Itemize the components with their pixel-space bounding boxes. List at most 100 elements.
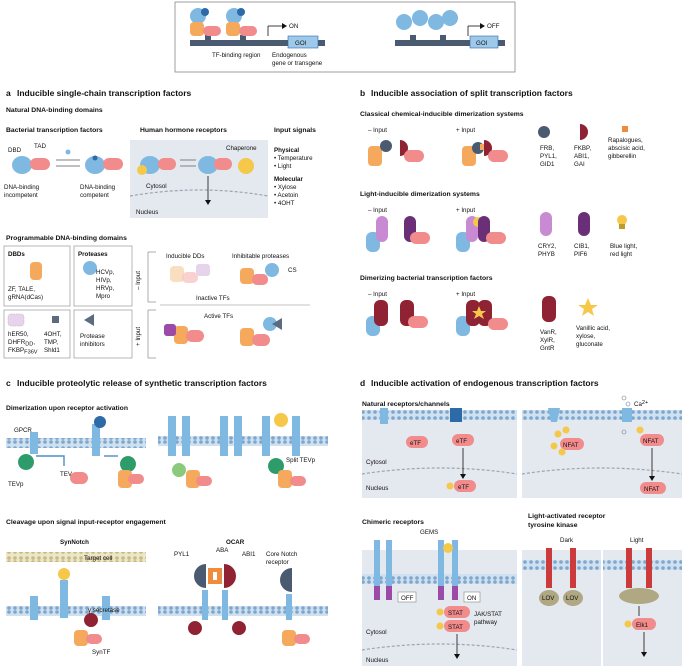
protease-item-mpro: Mpro (96, 293, 111, 300)
chimeric-heading: Chimeric receptors (362, 519, 424, 526)
incompetent-label-2: incompetent (4, 192, 38, 199)
red-light-label: red light (610, 251, 632, 258)
tad-shape-1 (30, 158, 50, 170)
cs-label: CS (288, 267, 297, 274)
nucleus-label-d2: Nucleus (366, 657, 388, 664)
dna-off (395, 40, 505, 46)
target-cell-label: Target cell (84, 555, 112, 562)
jak-stat-label-1: JAK/STAT (474, 611, 502, 618)
off-label-d: OFF (401, 595, 414, 602)
tevp-label-1: TEVp (8, 481, 24, 488)
elk1-label: Elk1 (636, 622, 649, 629)
programmable-heading: Programmable DNA-binding domains (6, 235, 127, 242)
dbds-box (3, 245, 71, 307)
bacterial-dimer-heading: Dimerizing bacterial transcription facto… (360, 275, 493, 282)
plus-input-label-b1: + Input (456, 127, 475, 134)
synnotch-label: SynNotch (60, 539, 89, 546)
minus-input-label-b2: – Input (368, 207, 387, 214)
dd-text-1: hER50, (8, 331, 29, 338)
plus-input-label-b3: + Input (456, 291, 475, 298)
chaperone-shape (238, 158, 254, 174)
input-signals-heading: Input signals (274, 127, 316, 134)
plus-input-label-b2: + Input (456, 207, 475, 214)
ca-label: Ca2+ (634, 400, 648, 408)
panel-a-title: Inducible single-chain transcription fac… (17, 88, 192, 98)
panel-c: c Inducible proteolytic release of synth… (6, 378, 328, 656)
tad-shape-2 (103, 158, 123, 170)
pyl1-label: PYL1, (540, 153, 557, 160)
abscisic-acid-label: abscisic acid, (608, 145, 645, 152)
plus-input-label-a: + Input (135, 327, 142, 346)
gai-label: GAI (574, 161, 585, 168)
light-heading: Light-inducible dimerization systems (360, 191, 480, 198)
xylr-label: XylR, (540, 337, 555, 344)
panel-b-letter: b (360, 88, 365, 98)
protease-item-hrvp: HRVp, (96, 285, 114, 292)
stat-label-2: STAT (448, 624, 463, 631)
light-rtk-heading-2: tyrosine kinase (528, 522, 578, 529)
syntf-label: SynTF (92, 649, 110, 656)
cytosol-label-a: Cytosol (146, 183, 167, 190)
dd-box (3, 309, 71, 359)
panel-a: a Inducible single-chain transcription f… (3, 88, 316, 359)
gamma-secretase-label: γ secretase (88, 607, 120, 614)
gems-label: GEMS (420, 529, 438, 536)
lov-label-2: LOV (566, 595, 579, 602)
gpcr-label: GPCR (14, 427, 32, 434)
phyb-label: PHYB (538, 251, 555, 258)
natural-domains-heading: Natural DNA-binding domains (6, 107, 103, 114)
dbds-text-1: ZF, TALE, (8, 286, 35, 293)
dbd-shape-2 (85, 156, 105, 174)
competent-label-2: competent (80, 192, 109, 199)
human-receptors-heading: Human hormone receptors (140, 127, 227, 134)
lov-label-1: LOV (542, 595, 555, 602)
vanr-label: VanR, (540, 329, 557, 336)
protease-inhibitors-label-1: Protease (80, 333, 105, 340)
tad-label: TAD (34, 143, 46, 150)
dbds-label: DBDs (8, 251, 25, 258)
tf-binding-region-label: TF-binding region (212, 52, 261, 59)
nfat-label-3: NFAT (644, 486, 660, 493)
proteases-box (73, 245, 133, 307)
goi-box-off (469, 35, 499, 49)
rapalogues-label: Rapalogues, (608, 137, 643, 144)
dimerization-heading: Dimerization upon receptor activation (6, 405, 128, 412)
minus-input-label-b3: – Input (368, 291, 387, 298)
dbds-text-2: gRNA(dCas) (8, 294, 43, 301)
dbd-shape-1 (12, 156, 32, 174)
cib1-label: CIB1, (574, 243, 590, 250)
molecular-item-4oht: • 4OHT (274, 200, 295, 207)
gluconate-label: gluconate (576, 341, 603, 348)
etf-label-3: eTF (458, 484, 469, 491)
protease-item-hcvp: HCVp, (96, 269, 115, 276)
aba-label: ABA (216, 547, 229, 554)
gid1-label: GID1 (540, 161, 555, 168)
top-legend: ON GOI TF-binding region Endogenous gene… (174, 1, 516, 73)
goi-box-on (287, 35, 319, 49)
protease-item-hivp: HIVp, (96, 277, 112, 284)
gene-transgene-label: gene or transgene (272, 60, 323, 67)
goi-label-off: GOI (476, 40, 488, 47)
ligand-tmp: TMP, (44, 339, 58, 346)
protease-inhibitors-label-2: inhibitors (80, 341, 105, 348)
etf-label-2: eTF (456, 438, 467, 445)
gibberellin-label: gibberellin (608, 153, 637, 160)
ligand-4oht: 4OHT, (44, 331, 62, 338)
panel-b-title: Inducible association of split transcrip… (371, 88, 573, 98)
natural-receptors-heading: Natural receptors/channels (362, 401, 450, 408)
nfat-label-2: NFAT (643, 438, 659, 445)
incompetent-label-1: DNA-binding (4, 184, 40, 191)
on-label-d: ON (467, 595, 476, 602)
vanillic-acid-label: Vanillic acid, (576, 325, 610, 332)
blue-light-label: Blue light, (610, 243, 637, 250)
nfat-label-1: NFAT (563, 442, 579, 449)
abi1-label: ABI1, (574, 153, 589, 160)
cytosol-label-d2: Cytosol (366, 629, 387, 636)
ligand-shld1: Shld1 (44, 347, 60, 354)
fkbp-label: FKBP, (574, 145, 591, 152)
inactive-tfs-label: Inactive TFs (196, 295, 230, 302)
svg-text:a: a (6, 88, 11, 98)
panel-d-title: Inducible activation of endogenous trans… (371, 378, 599, 388)
light-label: Light (630, 537, 644, 544)
